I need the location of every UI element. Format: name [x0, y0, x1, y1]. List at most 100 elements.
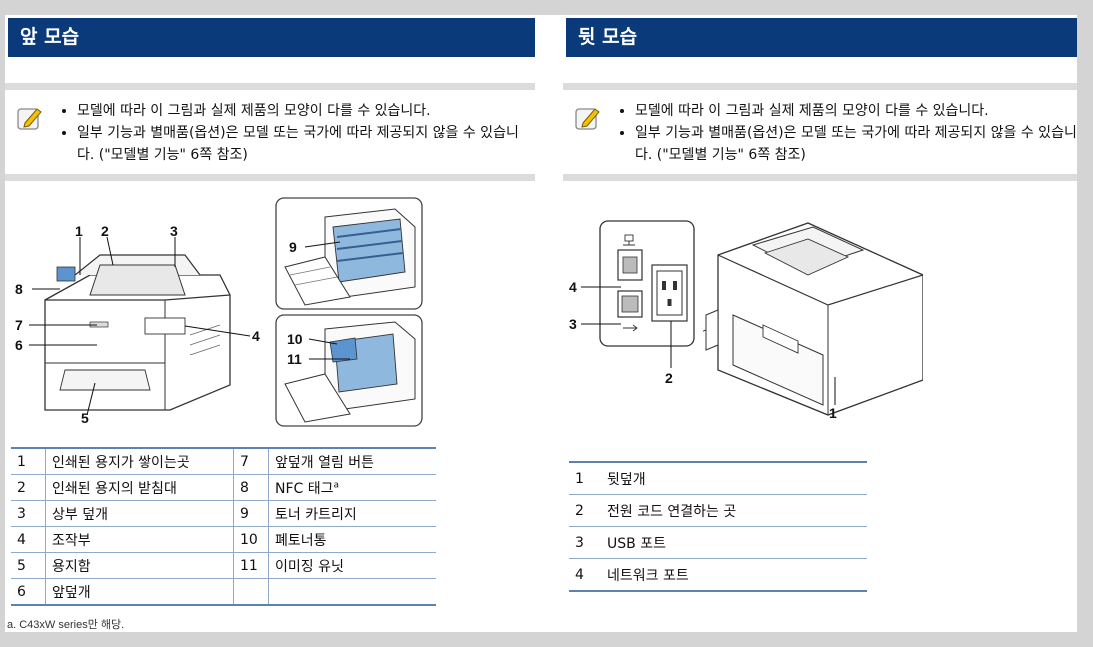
front-parts-table: 1 인쇄된 용지가 쌓이는곳 7 앞덮개 열림 버튼 2 인쇄된 용지의 받침대 8 NFC …	[11, 447, 436, 606]
part-label: 조작부	[45, 526, 234, 553]
rear-printer-illustration: 1	[703, 222, 923, 420]
callout-2: 2	[101, 223, 109, 239]
part-number-text: 9	[240, 505, 249, 522]
part-label: 용지함	[45, 552, 234, 579]
table-row: 6 앞덮개	[11, 578, 436, 606]
part-number: 11	[233, 552, 269, 579]
rear-callout-4: 4	[569, 279, 577, 295]
part-number-text: 2	[17, 479, 26, 496]
callout-5: 5	[81, 410, 89, 425]
table-row: 4 네트워크 포트	[569, 558, 867, 592]
part-label-text: NFC 태그	[275, 480, 334, 497]
part-number: 4	[11, 526, 46, 553]
footnote: a. C43xW series만 해당.	[7, 619, 125, 631]
usb-icon	[623, 324, 638, 332]
part-number-text: 10	[240, 531, 258, 548]
part-label: USB 포트	[601, 526, 867, 559]
part-number	[233, 578, 269, 606]
table-row: 3 USB 포트	[569, 526, 867, 559]
part-label: 뒷덮개	[601, 462, 867, 495]
part-number-text: 4	[17, 531, 26, 548]
part-number: 3	[569, 526, 601, 559]
part-number-text: 8	[240, 479, 249, 496]
callout-7: 7	[15, 317, 23, 333]
callout-1: 1	[75, 223, 83, 239]
part-label: 토너 카트리지	[268, 500, 436, 527]
part-number: 1	[11, 448, 46, 475]
part-label: 네트워크 포트	[601, 558, 867, 592]
front-note-box: 모델에 따라 이 그림과 실제 제품의 모양이 다를 수 있습니다. 일부 기능…	[5, 83, 535, 181]
rear-note-item: 일부 기능과 별매품(옵션)은 모델 또는 국가에 따라 제공되지 않을 수 있…	[635, 122, 1077, 166]
part-label-text: 폐토너통	[275, 532, 327, 549]
part-number: 7	[233, 448, 269, 475]
table-row: 1 인쇄된 용지가 쌓이는곳 7 앞덮개 열림 버튼	[11, 448, 436, 475]
part-number: 3	[11, 500, 46, 527]
part-number-text: 4	[575, 566, 584, 583]
rear-parts-table: 1 뒷덮개 2 전원 코드 연결하는 곳 3 USB 포트 4 네트워크 포트	[569, 461, 867, 592]
table-row: 2 인쇄된 용지의 받침대 8 NFC 태그a	[11, 474, 436, 501]
rear-note-box: 모델에 따라 이 그림과 실제 제품의 모양이 다를 수 있습니다. 일부 기능…	[563, 83, 1077, 181]
part-label	[268, 578, 436, 606]
part-label: 전원 코드 연결하는 곳	[601, 494, 867, 527]
manual-page: 앞 모습 모델에 따라 이 그림과 실제 제품의 모양이 다를 수 있습니다. …	[5, 15, 1077, 632]
part-label-text: 인쇄된 용지가 쌓이는곳	[52, 454, 190, 471]
part-number: 2	[11, 474, 46, 501]
front-note-item: 일부 기능과 별매품(옵션)은 모델 또는 국가에 따라 제공되지 않을 수 있…	[77, 122, 535, 166]
callout-6: 6	[15, 337, 23, 353]
part-label-text: USB 포트	[607, 535, 666, 552]
part-label-text: 용지함	[52, 558, 91, 575]
callout-3: 3	[170, 223, 178, 239]
rear-view-section: 뒷 모습 모델에 따라 이 그림과 실제 제품의 모양이 다를 수 있습니다. …	[563, 15, 1077, 632]
callout-9: 9	[289, 239, 297, 255]
front-printer-illustration: 1 2 3 8 7 6 4 5	[15, 223, 260, 425]
part-number: 4	[569, 558, 601, 592]
note-pencil-icon	[575, 108, 600, 130]
imaging-unit-inset: 10 11	[275, 314, 423, 427]
callout-10: 10	[287, 331, 303, 347]
part-number-text: 1	[17, 453, 26, 470]
part-number-text: 7	[240, 453, 249, 470]
table-row: 1 뒷덮개	[569, 462, 867, 495]
callout-11: 11	[287, 351, 302, 367]
front-view-title: 앞 모습	[8, 18, 535, 57]
part-label: 인쇄된 용지가 쌓이는곳	[45, 448, 234, 475]
network-icon	[623, 234, 635, 246]
front-note-list: 모델에 따라 이 그림과 실제 제품의 모양이 다를 수 있습니다. 일부 기능…	[55, 100, 535, 166]
toner-cartridge-inset: 9	[275, 197, 423, 310]
part-number: 8	[233, 474, 269, 501]
part-label-text: 앞덮개	[52, 584, 91, 601]
part-number-text: 2	[575, 502, 584, 519]
part-label-text: 이미징 유닛	[275, 558, 344, 575]
table-row: 2 전원 코드 연결하는 곳	[569, 494, 867, 527]
rear-callout-2: 2	[665, 370, 673, 386]
part-number: 6	[11, 578, 46, 606]
rear-ports-inset: 4 3 2	[569, 220, 695, 386]
front-note-item: 모델에 따라 이 그림과 실제 제품의 모양이 다를 수 있습니다.	[77, 100, 535, 122]
note-pencil-icon	[17, 108, 42, 130]
part-number-text: 3	[17, 505, 26, 522]
part-number: 2	[569, 494, 601, 527]
part-label: NFC 태그a	[268, 474, 436, 501]
part-label-text: 인쇄된 용지의 받침대	[52, 480, 177, 497]
part-label-text: 네트워크 포트	[607, 567, 689, 584]
part-label-text: 조작부	[52, 532, 91, 549]
front-view-section: 앞 모습 모델에 따라 이 그림과 실제 제품의 모양이 다를 수 있습니다. …	[5, 15, 535, 632]
part-label-text: 뒷덮개	[607, 471, 646, 488]
part-label: 상부 덮개	[45, 500, 234, 527]
part-number-text: 1	[575, 470, 584, 487]
part-number: 9	[233, 500, 269, 527]
part-number-text: 6	[17, 583, 26, 600]
part-number: 1	[569, 462, 601, 495]
part-label: 인쇄된 용지의 받침대	[45, 474, 234, 501]
rear-callout-1: 1	[829, 405, 837, 420]
callout-4: 4	[252, 328, 260, 344]
part-label-text: 전원 코드 연결하는 곳	[607, 503, 737, 520]
rear-callout-3: 3	[569, 316, 577, 332]
part-label-text: 앞덮개 열림 버튼	[275, 454, 375, 471]
footnote-marker: a	[333, 479, 340, 490]
callout-8: 8	[15, 281, 23, 297]
part-number: 10	[233, 526, 269, 553]
part-number-text: 11	[240, 557, 258, 574]
part-label: 이미징 유닛	[268, 552, 436, 579]
table-row: 4 조작부 10 폐토너통	[11, 526, 436, 553]
